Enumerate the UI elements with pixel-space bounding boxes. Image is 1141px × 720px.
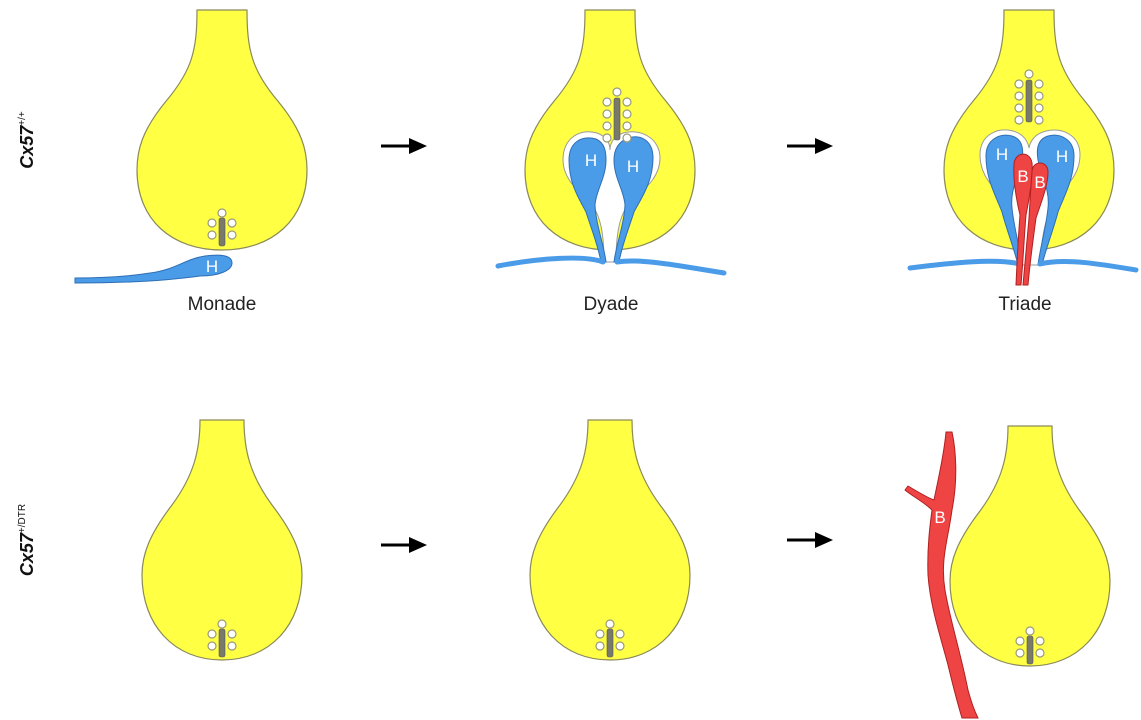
arrow-icon	[381, 138, 427, 154]
svg-text:Cx57+/DTR: Cx57+/DTR	[17, 504, 37, 576]
horizontal-cell-label: H	[1056, 147, 1068, 166]
stage-label-triade: Triade	[998, 294, 1051, 315]
panel-monade: H Monade	[75, 10, 307, 315]
horizontal-cell-label: H	[627, 157, 639, 176]
stage-label-dyade: Dyade	[584, 294, 639, 315]
row-label-wildtype-main: Cx57	[17, 125, 37, 169]
horizontal-cell-label: H	[585, 151, 597, 170]
panel-dyade: H H Dyade	[498, 10, 724, 315]
bipolar-cell-label: B	[934, 508, 945, 527]
panel-dtr-3: B	[905, 426, 1110, 718]
row-label-dtr: Cx57+/DTR	[17, 504, 37, 576]
arrow-icon	[787, 532, 833, 548]
panel-dtr-2	[530, 420, 690, 660]
row-label-dtr-main: Cx57	[17, 532, 37, 576]
row-label-dtr-sup: +/DTR	[17, 504, 28, 533]
row-label-wildtype-sup: +/+	[17, 111, 28, 126]
panel-dtr-1	[142, 420, 302, 660]
row-label-wildtype: Cx57+/+	[17, 111, 37, 169]
svg-text:Cx57+/+: Cx57+/+	[17, 111, 37, 169]
horizontal-cell-label: H	[206, 257, 218, 276]
panel-triade: H H B B Triade	[910, 10, 1136, 315]
horizontal-cell-label: H	[996, 145, 1008, 164]
bipolar-cell-label: B	[1017, 167, 1028, 186]
stage-label-monade: Monade	[188, 294, 257, 315]
arrow-icon	[787, 138, 833, 154]
bipolar-cell-label: B	[1034, 173, 1045, 192]
arrow-icon	[381, 537, 427, 553]
